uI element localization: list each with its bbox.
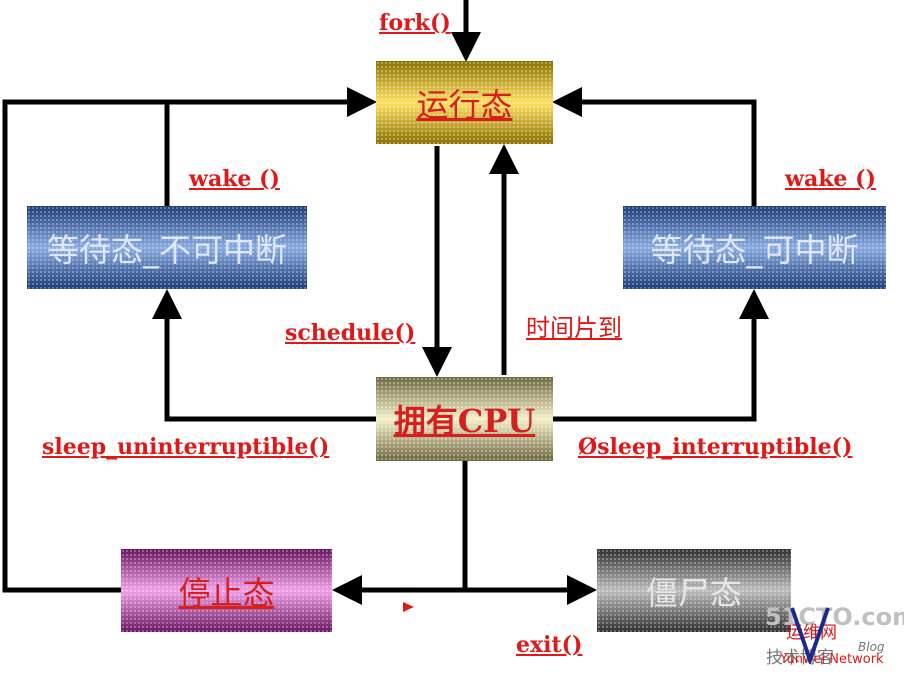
state-wait-uninterruptible: 等待态_不可中断 [27,206,307,289]
watermark-blog-cn: 技术博客 [766,648,834,668]
state-wait-interruptible: 等待态_可中断 [623,206,886,289]
state-running: 运行态 [376,61,553,144]
state-zombie: 僵尸态 [597,549,791,632]
label-wake-left: wake () [189,166,280,192]
watermark-site: 51CTO.com [765,603,904,631]
small-red-marker [403,602,414,612]
cpu-to-stopped-arrow [332,461,468,605]
label-time-slice: 时间片到 [526,314,622,342]
state-stopped: 停止态 [121,549,332,632]
sleep-interruptible-arrow [553,289,769,422]
state-cpu: 拥有CPU [376,377,553,461]
label-wake-right: wake () [785,166,876,192]
stopped-to-running-arrow [2,87,377,593]
watermark-network: Yunwei Network [780,652,884,667]
label-fork: fork() [379,10,451,36]
wake-interruptible-arrow [552,87,757,206]
label-schedule: schedule() [285,320,416,346]
watermark-blog: Blog [858,640,885,654]
label-sleep-uninterruptible: sleep_uninterruptible() [42,434,330,460]
watermark-v-mark [790,607,830,664]
label-exit: exit() [516,632,583,658]
sleep-uninterruptible-arrow [152,289,376,422]
label-sleep-interruptible: Øsleep_interruptible() [578,434,853,460]
